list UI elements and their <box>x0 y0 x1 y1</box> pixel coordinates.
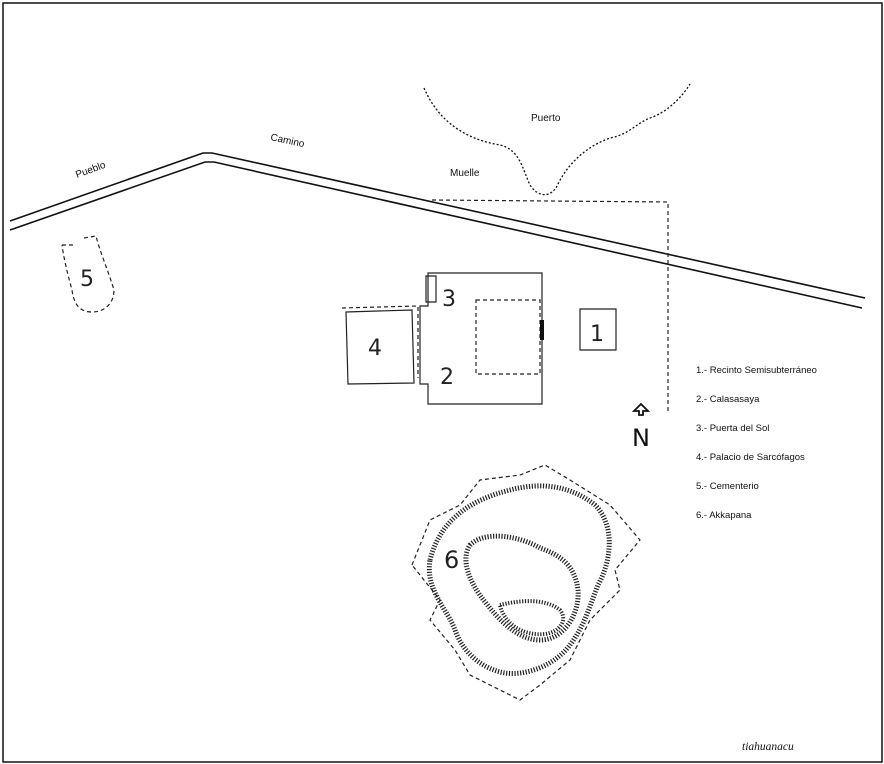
legend-item-6: 6.- Akkapana <box>696 510 752 521</box>
legend-item-4: 4.- Palacio de Sarcófagos <box>696 452 805 463</box>
legend: 1.- Recinto Semisubterráneo 2.- Calasasa… <box>696 365 817 521</box>
site-6-akkapana <box>411 464 641 701</box>
site-number-6: 6 <box>444 546 459 574</box>
map-caption: tiahuanacu <box>742 741 794 753</box>
road-camino <box>9 152 866 309</box>
legend-item-2: 2.- Calasasaya <box>696 394 760 405</box>
site-number-3: 3 <box>442 287 456 312</box>
akkapana-inner-ring <box>463 533 581 643</box>
akkapana-outer-enclosure <box>411 464 641 701</box>
north-label: N <box>632 424 650 452</box>
legend-item-5: 5.- Cementerio <box>696 481 759 492</box>
site-3-gate-marker <box>425 275 437 303</box>
site-5-outline <box>61 235 115 313</box>
inner-courtyard <box>475 299 541 375</box>
label-muelle: Muelle <box>450 168 480 179</box>
site-number-2: 2 <box>440 365 454 390</box>
label-pueblo: Pueblo <box>74 160 107 181</box>
site-number-1: 1 <box>590 322 604 347</box>
legend-item-1: 1.- Recinto Semisubterráneo <box>696 365 817 376</box>
label-camino: Camino <box>269 132 305 150</box>
harbour-shoreline <box>423 83 691 196</box>
north-arrow-icon <box>631 402 651 416</box>
site-2-calasasaya <box>419 272 544 405</box>
site-number-5: 5 <box>80 267 94 292</box>
site-1-recinto <box>579 308 617 351</box>
akkapana-outer-ring <box>426 483 612 676</box>
site-4-palacio <box>341 305 419 385</box>
site-number-4: 4 <box>368 336 382 361</box>
dashed-enclosure <box>431 199 669 412</box>
legend-item-3: 3.- Puerta del Sol <box>696 423 769 434</box>
akkapana-inner-loop <box>497 599 566 637</box>
label-puerto: Puerto <box>531 113 561 124</box>
